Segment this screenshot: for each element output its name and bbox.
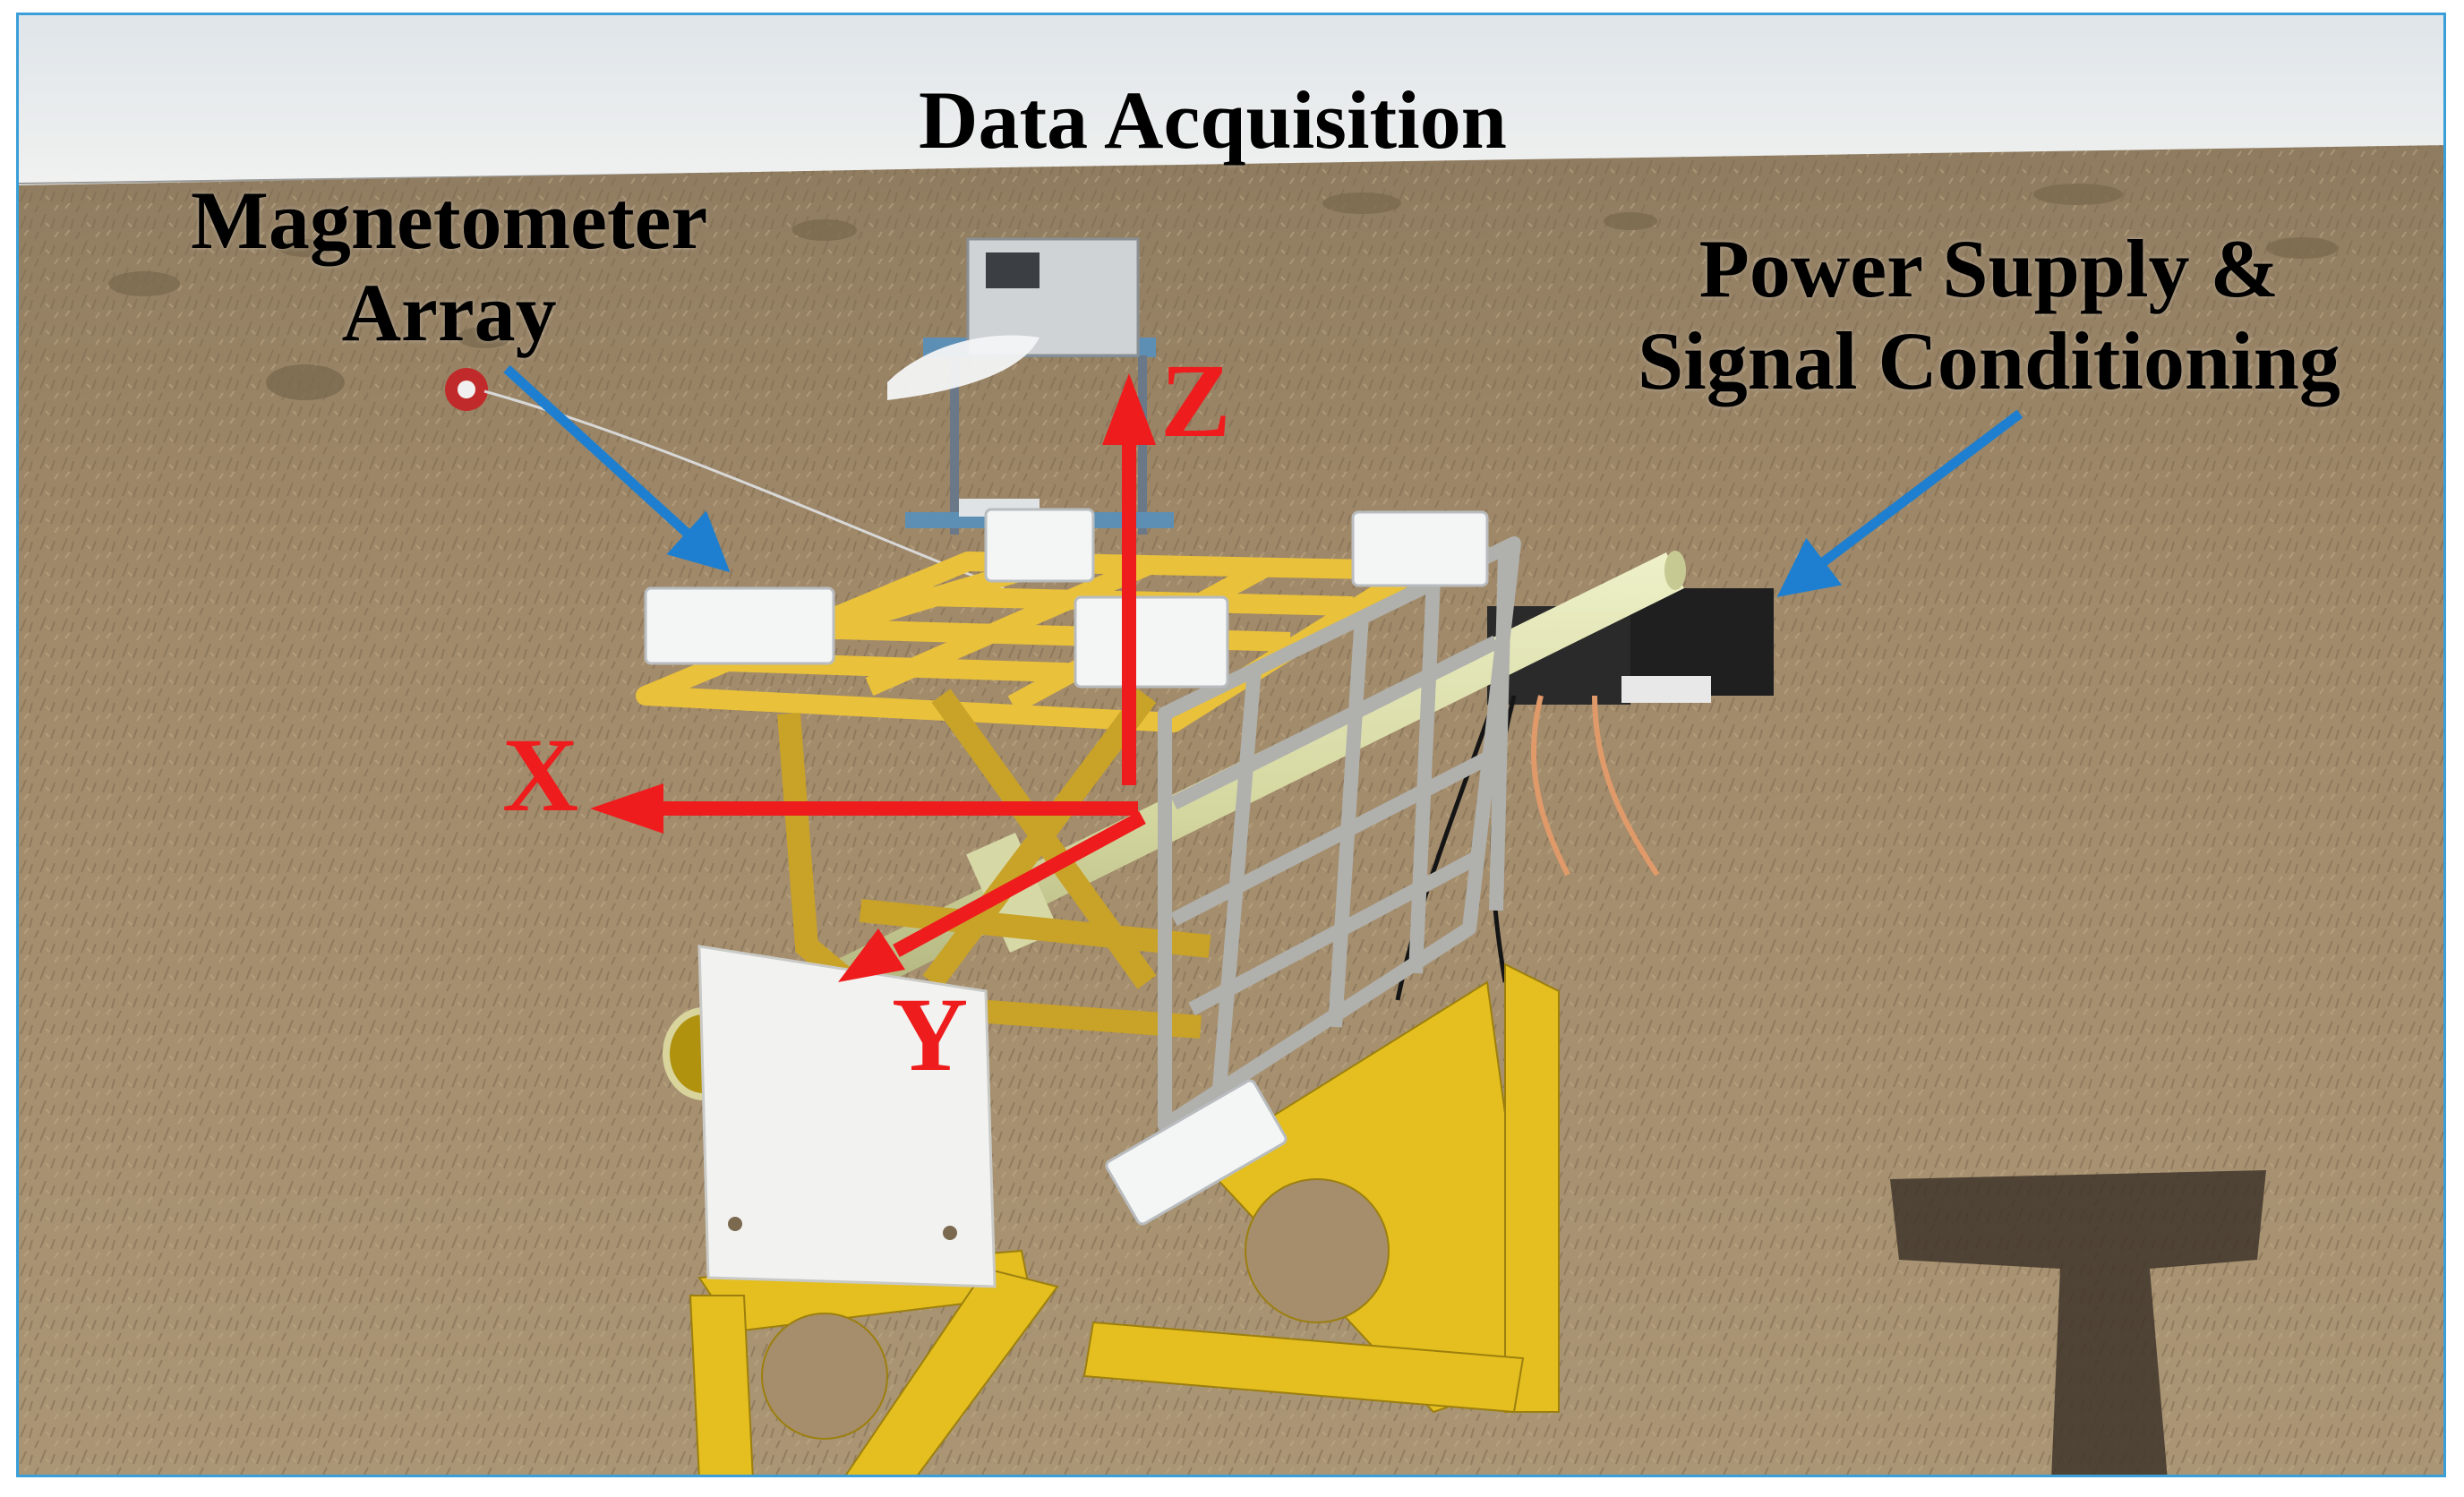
- magnetometer-array-label: Magnetometer Array: [191, 175, 707, 359]
- magnetometer-sensors: [644, 508, 1489, 1226]
- data-acquisition-label: Data Acquisition: [919, 74, 1507, 166]
- z-axis-label: Z: [1160, 342, 1231, 459]
- y-axis-line: [893, 810, 1146, 958]
- z-axis-head: [1102, 373, 1156, 445]
- power-label-line1: Power Supply &: [1698, 223, 2280, 314]
- magnetometer-callout-arrow: [503, 364, 731, 573]
- axis-arrows: [590, 373, 1156, 982]
- aluminium-frame: [1158, 536, 1521, 1133]
- yellow-stand: [689, 962, 1560, 1475]
- y-axis-head: [838, 928, 905, 982]
- white-mount-plate: [697, 945, 997, 1288]
- field-photo: [19, 15, 2443, 1475]
- grass-tufts: [108, 184, 2338, 400]
- photo-frame: Data Acquisition Magnetometer Array Powe…: [16, 13, 2446, 1477]
- y-axis-label: Y: [892, 976, 969, 1093]
- power-supply-label: Power Supply & Signal Conditioning: [1638, 223, 2340, 407]
- callout-arrows: [503, 364, 2023, 597]
- magnetometer-label-line2: Array: [341, 267, 557, 359]
- stand-shadow: [1890, 1170, 2266, 1475]
- x-axis-head: [590, 783, 663, 834]
- power-callout-arrow: [1776, 409, 2023, 597]
- x-axis-label: X: [502, 716, 579, 834]
- magnetometer-label-line1: Magnetometer: [191, 175, 708, 266]
- power-label-line2: Signal Conditioning: [1638, 315, 2340, 407]
